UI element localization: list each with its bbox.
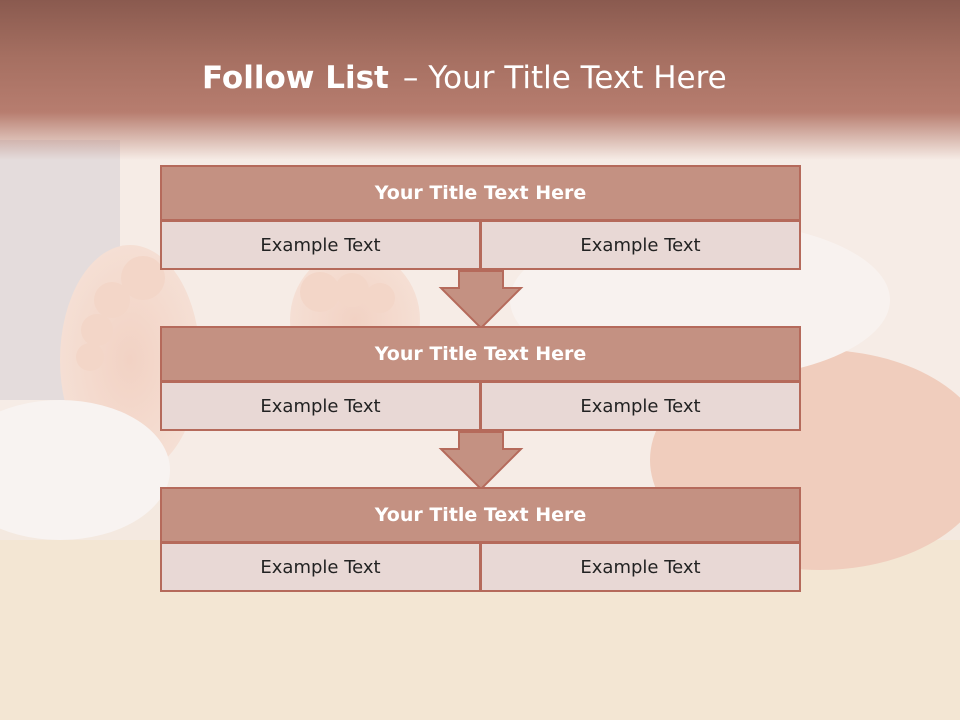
block-title: Your Title Text Here <box>160 326 801 382</box>
title-bold: Follow List <box>202 60 389 96</box>
down-arrow-icon <box>438 270 524 330</box>
title-separator: – <box>402 60 419 96</box>
block-cell: Example Text <box>481 221 801 270</box>
block-row: Example Text Example Text <box>160 382 801 431</box>
block-cell: Example Text <box>481 543 801 592</box>
block-row: Example Text Example Text <box>160 543 801 592</box>
block-cell: Example Text <box>160 543 481 592</box>
block-title: Your Title Text Here <box>160 487 801 543</box>
header-band <box>0 0 960 160</box>
title-rest: Your Title Text Here <box>428 60 727 96</box>
list-block: Your Title Text Here Example Text Exampl… <box>160 487 801 592</box>
block-row: Example Text Example Text <box>160 221 801 270</box>
list-block: Your Title Text Here Example Text Exampl… <box>160 165 801 270</box>
block-cell: Example Text <box>481 382 801 431</box>
list-block: Your Title Text Here Example Text Exampl… <box>160 326 801 431</box>
down-arrow-icon <box>438 431 524 491</box>
block-cell: Example Text <box>160 382 481 431</box>
block-title: Your Title Text Here <box>160 165 801 221</box>
slide-title: Follow List–Your Title Text Here <box>202 56 727 100</box>
block-cell: Example Text <box>160 221 481 270</box>
